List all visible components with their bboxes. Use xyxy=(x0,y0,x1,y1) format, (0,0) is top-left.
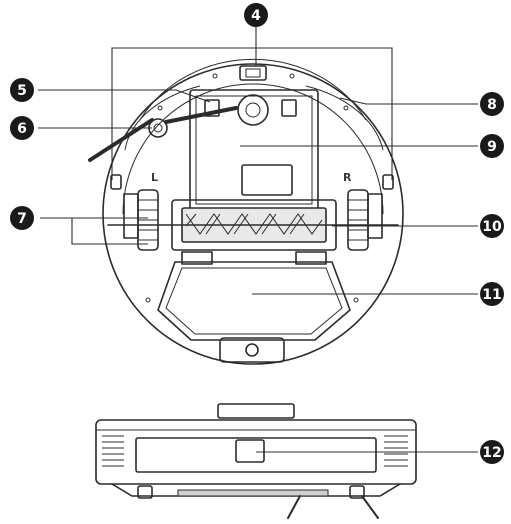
side-brush-strip xyxy=(178,490,328,496)
callout-number: 6 xyxy=(17,121,27,137)
callout-number: 11 xyxy=(482,287,501,303)
left-drive-wheel xyxy=(124,190,158,250)
front-indicator xyxy=(236,440,264,462)
right-vent xyxy=(384,436,408,466)
callout-number: 9 xyxy=(487,139,497,155)
top-handle xyxy=(218,404,294,418)
front-caster-wheel xyxy=(238,95,268,125)
callout-badge-8: 8 xyxy=(480,92,504,116)
dustbin xyxy=(158,252,350,340)
front-sensor-housing xyxy=(240,66,266,80)
left-vent xyxy=(102,436,124,466)
battery-label-window xyxy=(242,165,292,195)
callout-number: 12 xyxy=(482,445,501,461)
dustbin-release-latch xyxy=(220,338,284,362)
callout-badge-7: 7 xyxy=(10,206,34,230)
callout-number: 7 xyxy=(17,211,27,227)
robot-bottom-view: L R xyxy=(90,59,403,364)
callout-badge-12: 12 xyxy=(480,440,504,464)
callout-number: 10 xyxy=(482,219,502,235)
battery-cover xyxy=(190,90,318,210)
charging-contact-right xyxy=(282,100,296,116)
left-wheel-letter: L xyxy=(151,171,158,184)
right-drive-wheel xyxy=(348,190,382,250)
callout-number: 8 xyxy=(487,97,497,113)
callout-badge-10: 10 xyxy=(480,214,504,238)
callout-number: 5 xyxy=(17,83,27,99)
callout-number: 4 xyxy=(251,8,261,24)
front-caster-hub xyxy=(246,103,260,117)
callout-badge-9: 9 xyxy=(480,134,504,158)
right-wheel-letter: R xyxy=(343,171,352,184)
callout-badge-5: 5 xyxy=(10,78,34,102)
front-sensor-window xyxy=(246,69,260,77)
side-brush-bristle-right xyxy=(362,496,378,518)
callout-badge-11: 11 xyxy=(480,282,504,306)
robot-side-view xyxy=(96,404,416,518)
front-panel xyxy=(136,438,376,472)
callout-badge-4: 4 xyxy=(244,3,268,27)
side-brush-bristle-left xyxy=(288,496,300,518)
callout-badge-6: 6 xyxy=(10,116,34,140)
